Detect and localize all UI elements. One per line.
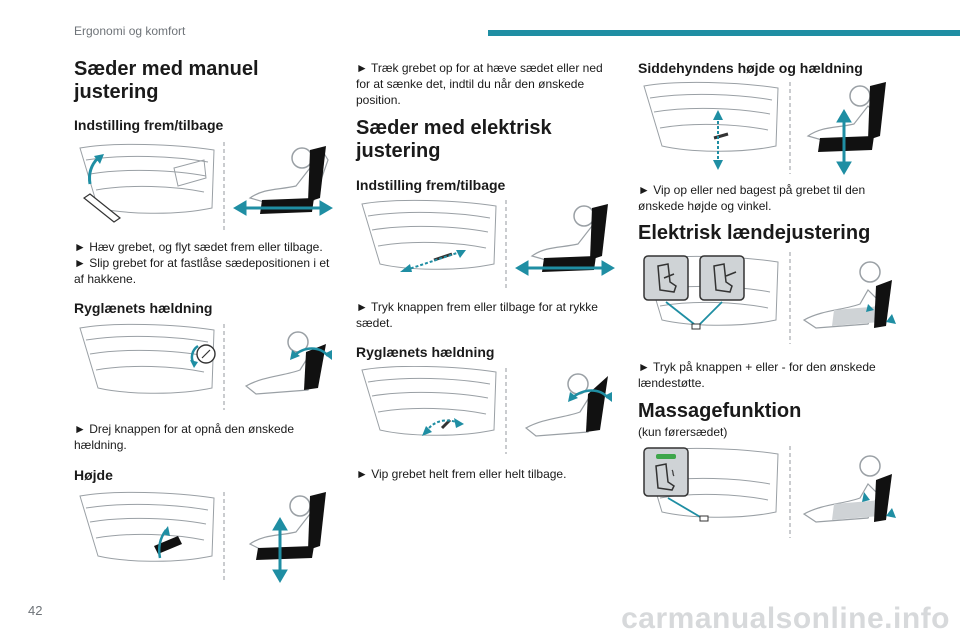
person-reclined-icon — [802, 261, 896, 329]
figure-electric-forward-back — [361, 199, 615, 288]
figure-lumbar — [643, 252, 896, 344]
person-seated-icon — [530, 204, 608, 272]
figure-massage — [643, 446, 896, 538]
seat-cushion-illustration — [643, 81, 779, 152]
instruction-tilt-switch: ► Vip grebet helt frem eller helt tilbag… — [356, 467, 567, 481]
double-arrow-horizontal — [233, 200, 333, 216]
seat-cushion-illustration — [361, 199, 497, 270]
heading-electric-forward-back: Indstilling frem/tilbage — [356, 177, 506, 193]
person-seated-icon — [248, 146, 329, 214]
person-reclined-icon — [244, 331, 332, 395]
heading-electric-backrest: Ryglænets hældning — [356, 344, 495, 360]
heading-cushion-height-tilt: Siddehyndens højde og hældning — [638, 60, 863, 76]
instruction-lift-lever: ► Hæv grebet, og flyt sædet frem eller t… — [74, 240, 323, 254]
switch-illustration — [713, 110, 729, 170]
switch-illustration — [422, 418, 464, 436]
instruction-pull-lever: ► Træk grebet op for at hæve sædet eller… — [356, 61, 603, 107]
lumbar-button-minus-icon — [643, 255, 689, 301]
person-seated-icon — [806, 82, 886, 152]
section-title-manual-seats: Sæder med manuel justering — [74, 58, 259, 103]
section-title-lumbar: Elektrisk lændejustering — [638, 222, 871, 244]
figure-cushion-height-tilt — [643, 81, 886, 175]
lever-illustration — [82, 154, 122, 223]
section-header: Ergonomi og komfort — [74, 24, 186, 38]
heading-backrest-tilt: Ryglænets hældning — [74, 300, 213, 316]
seat-cushion-illustration — [361, 366, 497, 436]
switch-illustration — [400, 250, 466, 272]
figure-manual-height — [79, 491, 326, 583]
person-reclined-icon — [802, 455, 896, 523]
person-seated-icon — [248, 492, 326, 560]
figure-manual-forward-back — [79, 142, 333, 230]
person-reclined-icon — [524, 373, 612, 437]
double-arrow-vertical — [836, 109, 852, 175]
height-lever-illustration — [154, 526, 182, 559]
header-accent-bar — [488, 30, 960, 36]
page-number: 42 — [28, 603, 43, 618]
figure-electric-backrest — [361, 366, 612, 454]
section-title-electric-seats: Sæder med elektrisk justering — [356, 117, 552, 162]
instruction-press-switch: ► Tryk knappen frem eller tilbage for at… — [356, 300, 598, 330]
heading-forward-back: Indstilling frem/tilbage — [74, 117, 224, 133]
figure-manual-backrest — [79, 323, 332, 410]
instruction-release-lever: ► Slip grebet for at fastlåse sædepositi… — [74, 256, 330, 286]
instruction-lumbar-buttons: ► Tryk på knappen + eller - for den ønsk… — [638, 360, 876, 390]
seat-cushion-illustration — [79, 323, 215, 394]
section-title-massage: Massagefunktion — [638, 400, 802, 422]
note-driver-seat-only: (kun førersædet) — [638, 425, 728, 439]
double-arrow-horizontal — [515, 260, 615, 276]
heading-height: Højde — [74, 467, 113, 483]
watermark-logo: carmanualsonline.info — [621, 602, 950, 635]
instruction-tilt-rear-switch: ► Vip op eller ned bagest på grebet til … — [638, 183, 866, 213]
massage-button-icon — [643, 447, 689, 497]
knob-illustration — [190, 344, 216, 368]
seat-cushion-illustration — [79, 491, 215, 562]
lumbar-button-plus-icon — [699, 255, 745, 301]
instruction-turn-knob: ► Drej knappen for at opnå den ønskede h… — [74, 422, 295, 452]
double-arrow-vertical — [272, 517, 288, 583]
